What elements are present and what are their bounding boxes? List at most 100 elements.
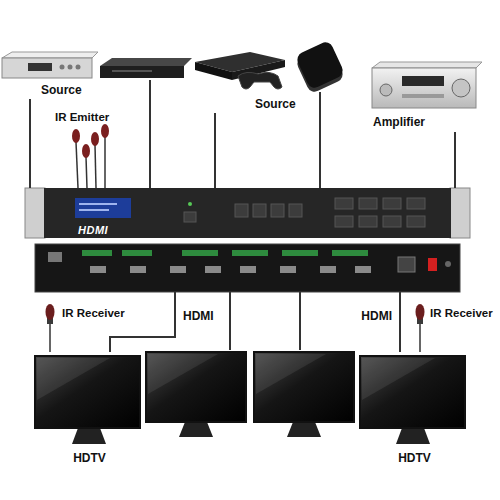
panel-button — [184, 212, 196, 222]
device-label: HDMI — [78, 223, 108, 237]
matrix-rear-panel — [35, 244, 460, 292]
display-line — [79, 209, 109, 211]
tv-stand — [179, 422, 213, 437]
tv-screen — [35, 356, 140, 428]
cable — [229, 292, 231, 350]
rack-ear — [25, 188, 45, 238]
hdmi-port — [355, 266, 371, 273]
power-switch — [428, 258, 437, 271]
receiver-bulb — [46, 304, 55, 320]
panel-button — [383, 198, 401, 209]
emitter-bulb — [82, 144, 90, 158]
display-line — [79, 203, 117, 205]
hdmi-port — [170, 266, 186, 273]
hdmi-cable — [110, 292, 175, 352]
box-top — [295, 40, 345, 90]
game-controller — [238, 72, 282, 89]
matrix-front-panel — [25, 188, 470, 238]
screen-glare — [362, 358, 435, 400]
panel-button — [235, 204, 248, 217]
cable — [319, 92, 321, 188]
player-front — [100, 66, 184, 78]
device-node: HDMI — [25, 188, 470, 292]
ground-screw — [445, 261, 451, 267]
power-led — [188, 202, 192, 206]
television — [254, 352, 354, 437]
terminal-block — [232, 250, 268, 256]
lan-port — [48, 252, 62, 262]
callout-label: IR Receiver — [62, 306, 125, 320]
device-label: Source — [255, 97, 296, 111]
device-node: Amplifier — [365, 60, 485, 132]
tv-stand — [72, 428, 106, 444]
panel-button — [253, 204, 266, 217]
hdmi-cable — [399, 292, 401, 352]
device-label: Amplifier — [373, 115, 425, 129]
tv-stand — [287, 422, 321, 437]
player-top — [100, 58, 192, 66]
device-label: Source — [41, 83, 82, 97]
ir-emitters — [72, 124, 109, 188]
power-socket — [398, 257, 415, 272]
device-node: Source — [0, 50, 100, 99]
television — [35, 356, 140, 444]
screen-glare — [148, 354, 218, 394]
disc-slot — [112, 70, 152, 72]
edge-label: HDMI — [359, 309, 394, 323]
terminal-block — [82, 250, 112, 256]
receiver-wire — [419, 322, 421, 352]
device-node: Source — [192, 42, 348, 113]
panel-button — [383, 216, 401, 227]
amp-display — [402, 76, 444, 86]
panel-button — [335, 216, 353, 227]
cable — [149, 80, 151, 188]
ir-receiver — [416, 304, 425, 352]
panel-button — [359, 198, 377, 209]
tv-screen — [360, 356, 465, 428]
emitter-wire — [104, 137, 106, 188]
hdmi-port — [130, 266, 146, 273]
cable — [299, 292, 301, 350]
amp-top — [372, 62, 482, 68]
device-label: HDTV — [359, 451, 470, 465]
amplifier — [372, 62, 482, 108]
panel-button — [359, 216, 377, 227]
receiver-top — [2, 52, 98, 58]
console-side — [195, 62, 232, 80]
panel-button — [335, 198, 353, 209]
terminal-block — [282, 250, 318, 256]
panel-display — [75, 198, 131, 218]
device-node: HDTV — [33, 352, 146, 470]
hdmi-cable — [214, 113, 216, 188]
panel-button — [407, 216, 425, 227]
hdmi-cable — [29, 99, 31, 188]
emitter-bulb — [72, 129, 80, 143]
hdmi-port — [90, 266, 106, 273]
receiver-button — [68, 65, 73, 70]
tv-screen — [146, 352, 246, 422]
hdmi-port — [280, 266, 296, 273]
terminal-block — [332, 250, 368, 256]
hdmi-port — [240, 266, 256, 273]
emitter-bulb — [101, 124, 109, 138]
panel-face — [44, 188, 451, 238]
tv-stand — [396, 428, 430, 444]
game-console — [195, 52, 285, 89]
screen-glare — [37, 358, 110, 400]
device-node: HDTV — [358, 352, 471, 470]
edge-label: HDMI — [181, 309, 216, 323]
amp-front — [372, 68, 476, 108]
amp-knob — [380, 84, 392, 96]
receiver-wire — [49, 322, 51, 352]
panel-button — [407, 198, 425, 209]
ir-receiver — [46, 304, 55, 352]
streaming-box — [295, 40, 345, 94]
amp-buttons — [402, 94, 444, 98]
satellite-receiver — [2, 52, 98, 78]
screen-glare — [256, 354, 326, 394]
emitter-wire — [95, 145, 96, 188]
hdmi-cable — [454, 132, 456, 188]
